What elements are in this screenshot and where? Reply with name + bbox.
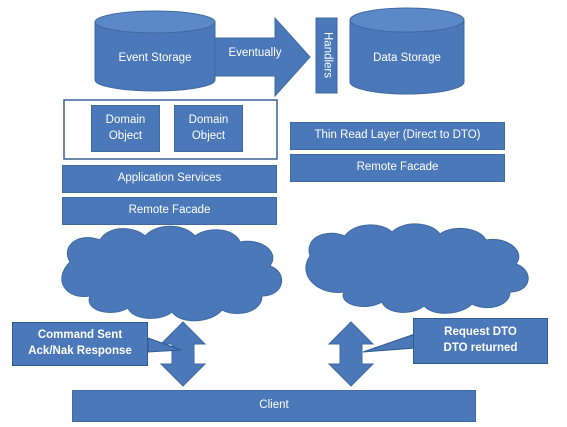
command-cloud [61, 225, 283, 322]
data-storage-label: Data Storage [373, 52, 441, 65]
event-storage-label: Event Storage [118, 52, 192, 65]
application-services-bar: Application Services [62, 165, 277, 193]
domain-object-1: Domain Object [91, 105, 160, 152]
event-storage-cylinder [94, 10, 216, 92]
handlers-box [315, 17, 338, 94]
domain-object-2: Domain Object [174, 105, 243, 152]
data-storage-cylinder [349, 7, 465, 95]
query-double-arrow [327, 321, 375, 387]
handlers-label: Handlers [321, 32, 334, 79]
eventually-arrow [214, 16, 311, 98]
request-callout: Request DTO DTO returned [413, 318, 548, 364]
write-remote-facade-bar: Remote Facade [62, 197, 277, 225]
eventually-label: Eventually [228, 47, 282, 60]
query-cloud [305, 223, 529, 314]
read-remote-facade-bar: Remote Facade [290, 154, 505, 182]
command-callout: Command Sent Ack/Nak Response [12, 322, 148, 366]
thin-read-layer-bar: Thin Read Layer (Direct to DTO) [290, 122, 505, 150]
command-double-arrow [159, 321, 207, 387]
client-bar: Client [72, 390, 476, 422]
command-callout-pointer [147, 337, 182, 353]
